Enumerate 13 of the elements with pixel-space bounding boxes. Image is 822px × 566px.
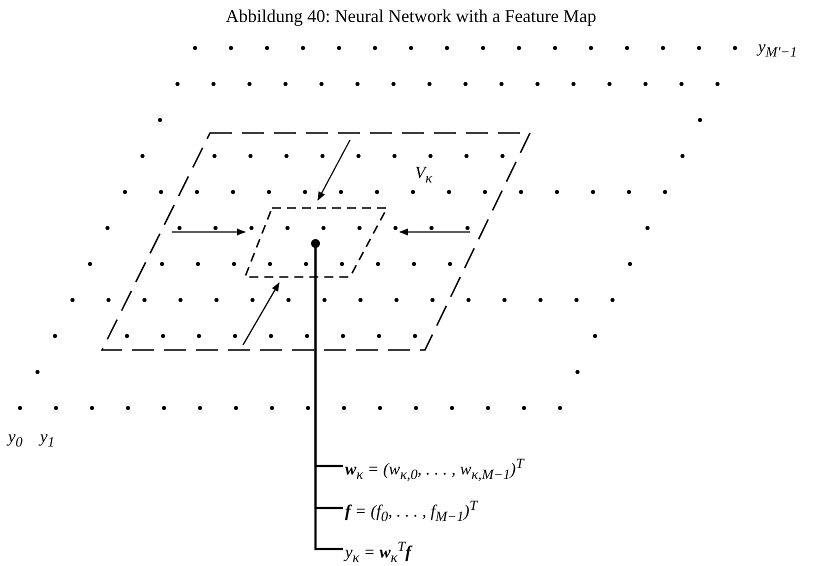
formula: f = (f$_{0}$, . . . , f$_{M−1}$)$^{T}$ (345, 497, 478, 528)
formula: y$_{κ}$ = w$_{κ}$$^{T}$f (345, 538, 412, 566)
arrow (399, 228, 470, 236)
diagram-title: Abbildung 40: Neural Network with a Feature Map (224, 6, 598, 27)
arrow (172, 228, 246, 236)
neuron-label: y$_{1}$ (40, 427, 55, 452)
arrow (242, 282, 280, 346)
field-label: V$_{κ}$ (415, 163, 432, 188)
arrow (317, 140, 351, 201)
neuron-label: y$_{0}$ (8, 427, 23, 452)
neuron-label: y$_{M′−1}$ (758, 37, 798, 62)
neuron-dot (311, 239, 320, 248)
formula: w$_{κ}$ = (w$_{κ,0}$, . . . , w$_{κ,M−1}$)$^{T}$ (345, 455, 524, 486)
